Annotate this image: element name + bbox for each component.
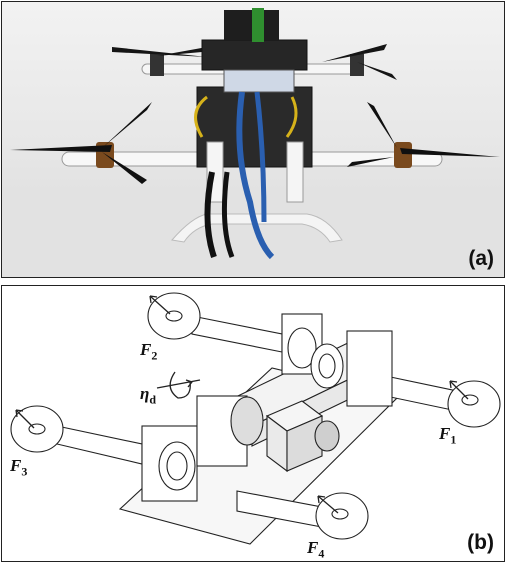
label-eta-d: ηd xyxy=(140,384,157,407)
bearing-block-left xyxy=(141,425,198,502)
panel-b-label: (b) xyxy=(467,531,494,554)
label-f4: F4 xyxy=(307,538,325,561)
front-left-rotor xyxy=(10,102,152,184)
front-right-rotor xyxy=(347,102,500,168)
torque-arrow xyxy=(156,371,201,399)
panel-a-label: (a) xyxy=(468,247,494,270)
arm-f2 xyxy=(147,292,283,353)
cad-panel: F1 F2 F3 F4 ηd (b) xyxy=(1,285,505,562)
drive-motor xyxy=(265,400,340,473)
force-arrow-f3 xyxy=(15,409,35,429)
force-arrow-f2 xyxy=(149,295,171,315)
arm-f3 xyxy=(10,405,143,465)
cad-drawing xyxy=(10,292,501,545)
rear-right-rotor xyxy=(322,44,397,80)
force-arrow-f1 xyxy=(449,380,469,400)
label-f1: F1 xyxy=(439,424,457,447)
bearing-block-right xyxy=(310,330,393,407)
rear-left-rotor xyxy=(112,47,207,76)
label-f2: F2 xyxy=(140,340,158,363)
label-f3: F3 xyxy=(10,456,28,479)
force-arrow-f4 xyxy=(317,495,339,514)
photo-panel: (a) xyxy=(1,1,505,278)
quadrotor-photo xyxy=(2,2,504,277)
